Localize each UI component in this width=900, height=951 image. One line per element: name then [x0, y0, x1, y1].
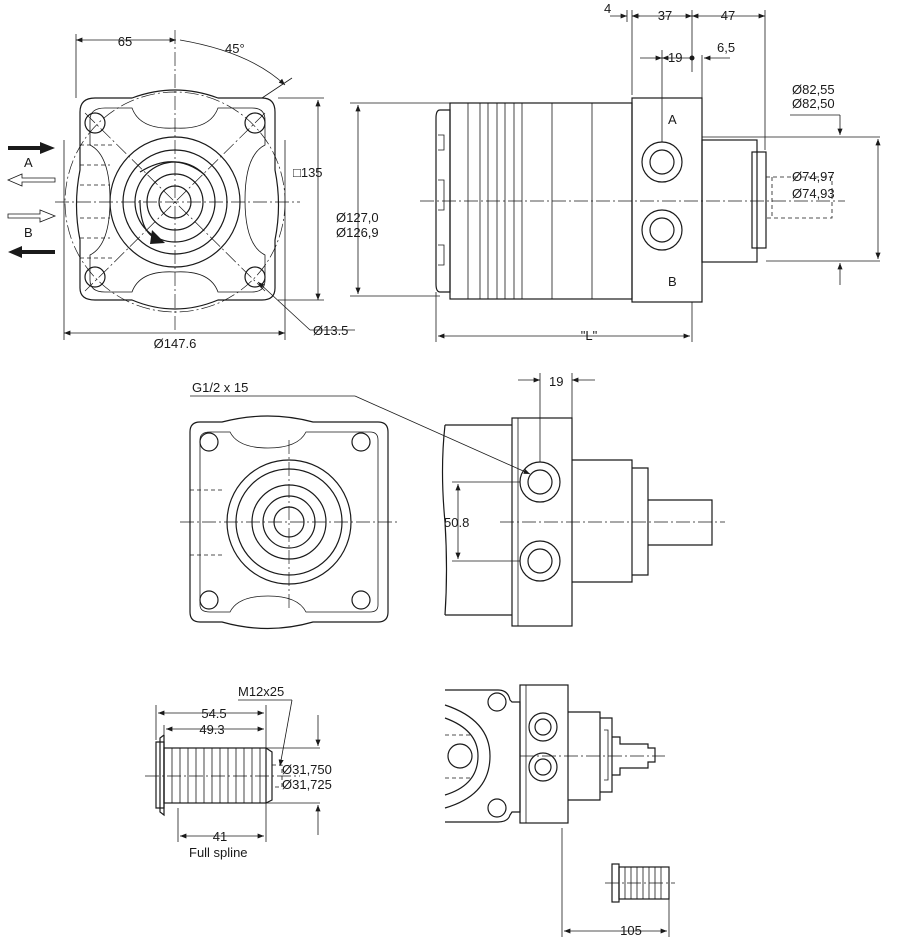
flow-arrow-a-out-icon [6, 173, 56, 187]
middle-view: G1/2 x 15 19 50.8 [180, 373, 725, 630]
side-view: A B 4 37 47 19 6,5 Ø82 [336, 1, 881, 343]
dim-13-5: Ø13.5 [313, 323, 348, 338]
port-a [641, 141, 683, 183]
flange-outline [75, 89, 280, 310]
spline-shaft-view: M12x25 54.5 49.3 Ø31,750 Ø31,725 41 Full… [145, 684, 332, 860]
dim-127-b: Ø126,9 [336, 225, 379, 240]
port-label-b: B [24, 225, 33, 240]
dim-31-a: Ø31,750 [282, 762, 332, 777]
dim-105: 105 [620, 923, 642, 938]
dim-47: 47 [721, 8, 735, 23]
dim-135: □135 [293, 165, 323, 180]
dim-45deg: 45° [225, 41, 245, 56]
dim-82-b: Ø82,50 [792, 96, 835, 111]
label-m12: M12x25 [238, 684, 284, 699]
dim-50-8: 50.8 [444, 515, 469, 530]
dim-74-b: Ø74,93 [792, 186, 835, 201]
dim-37: 37 [658, 8, 672, 23]
flow-arrow-a-in-icon [8, 142, 55, 154]
dim-82-a: Ø82,55 [792, 82, 835, 97]
port-label-a: A [24, 155, 33, 170]
dim-19-mid: 19 [549, 374, 563, 389]
bolt-hole [84, 266, 106, 288]
side-port-label-a: A [668, 112, 677, 127]
dim-L: "L" [581, 328, 598, 343]
dim-49-3: 49.3 [199, 722, 224, 737]
flow-arrow-b-out-icon [8, 246, 55, 258]
dim-31-b: Ø31,725 [282, 777, 332, 792]
flow-arrow-b-in-icon [7, 209, 57, 223]
dim-127-a: Ø127,0 [336, 210, 379, 225]
bolt-hole [84, 112, 106, 134]
short-shaft-view: 105 [444, 684, 675, 938]
bolt-hole [244, 112, 266, 134]
bolt-hole [244, 266, 266, 288]
dim-4: 4 [604, 1, 611, 16]
dim-41: 41 [213, 829, 227, 844]
front-view: 65 45° □135 Ø147.6 Ø13.5 A B [6, 30, 355, 351]
side-port-label-b: B [668, 274, 677, 289]
dim-147: Ø147.6 [154, 336, 197, 351]
dim-19-top: 19 [668, 50, 682, 65]
dim-54-5: 54.5 [201, 706, 226, 721]
dim-6-5: 6,5 [717, 40, 735, 55]
dim-65: 65 [118, 34, 132, 49]
dim-74-a: Ø74,97 [792, 169, 835, 184]
label-full-spline: Full spline [189, 845, 248, 860]
label-g12: G1/2 x 15 [192, 380, 248, 395]
port-b [641, 209, 683, 251]
